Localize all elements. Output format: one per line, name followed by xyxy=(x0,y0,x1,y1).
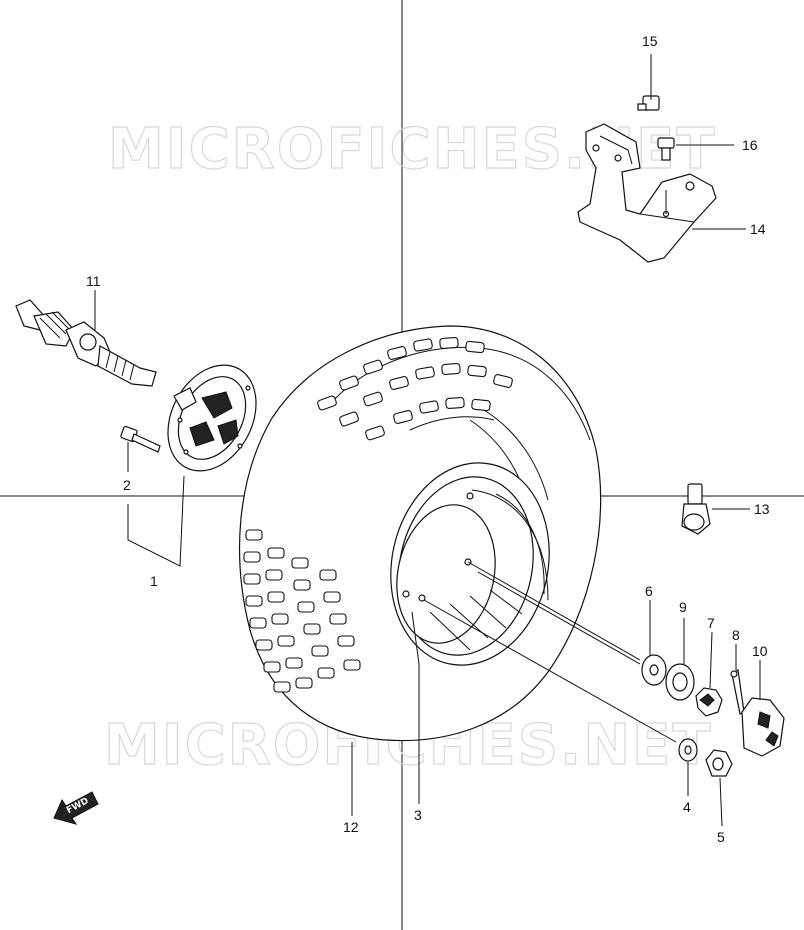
hub-cap-10 xyxy=(741,697,785,757)
callout-2: 2 xyxy=(123,477,131,493)
cotter-pin-8 xyxy=(730,668,745,715)
wheel-hub xyxy=(167,364,257,472)
tread-side xyxy=(243,529,361,693)
washer-4 xyxy=(678,738,698,762)
callout-8: 8 xyxy=(732,627,740,643)
callout-9: 9 xyxy=(679,599,687,615)
axle-line-upper-2 xyxy=(477,571,641,665)
hub-bolt xyxy=(120,425,161,453)
bracket-assembly xyxy=(577,95,717,263)
axle-line-upper xyxy=(467,561,641,661)
axle-line-lower xyxy=(423,599,677,743)
callout-10: 10 xyxy=(752,643,768,659)
callout-14: 14 xyxy=(750,221,766,237)
drive-shaft xyxy=(15,299,157,387)
castle-nut-7 xyxy=(695,687,723,717)
nut-5 xyxy=(705,749,733,777)
callouts: 15 16 14 11 2 1 13 6 9 7 8 10 4 5 12 3 xyxy=(86,33,770,845)
callout-12: 12 xyxy=(343,819,359,835)
callout-15: 15 xyxy=(642,33,658,49)
callout-13: 13 xyxy=(754,501,770,517)
bearing-9 xyxy=(665,663,695,701)
callout-4: 4 xyxy=(683,799,691,815)
callout-5: 5 xyxy=(717,829,725,845)
callout-7: 7 xyxy=(707,615,715,631)
leader-lines xyxy=(94,54,761,827)
fwd-arrow-icon: FWD xyxy=(53,791,99,825)
valve-stem-13 xyxy=(681,483,711,535)
tread-top xyxy=(317,337,513,441)
callout-16: 16 xyxy=(742,137,758,153)
callout-1: 1 xyxy=(150,573,158,589)
washer-6 xyxy=(641,654,667,686)
wheel-rim xyxy=(390,462,550,666)
callout-3: 3 xyxy=(414,807,422,823)
callout-6: 6 xyxy=(645,583,653,599)
callout-11: 11 xyxy=(86,273,101,289)
